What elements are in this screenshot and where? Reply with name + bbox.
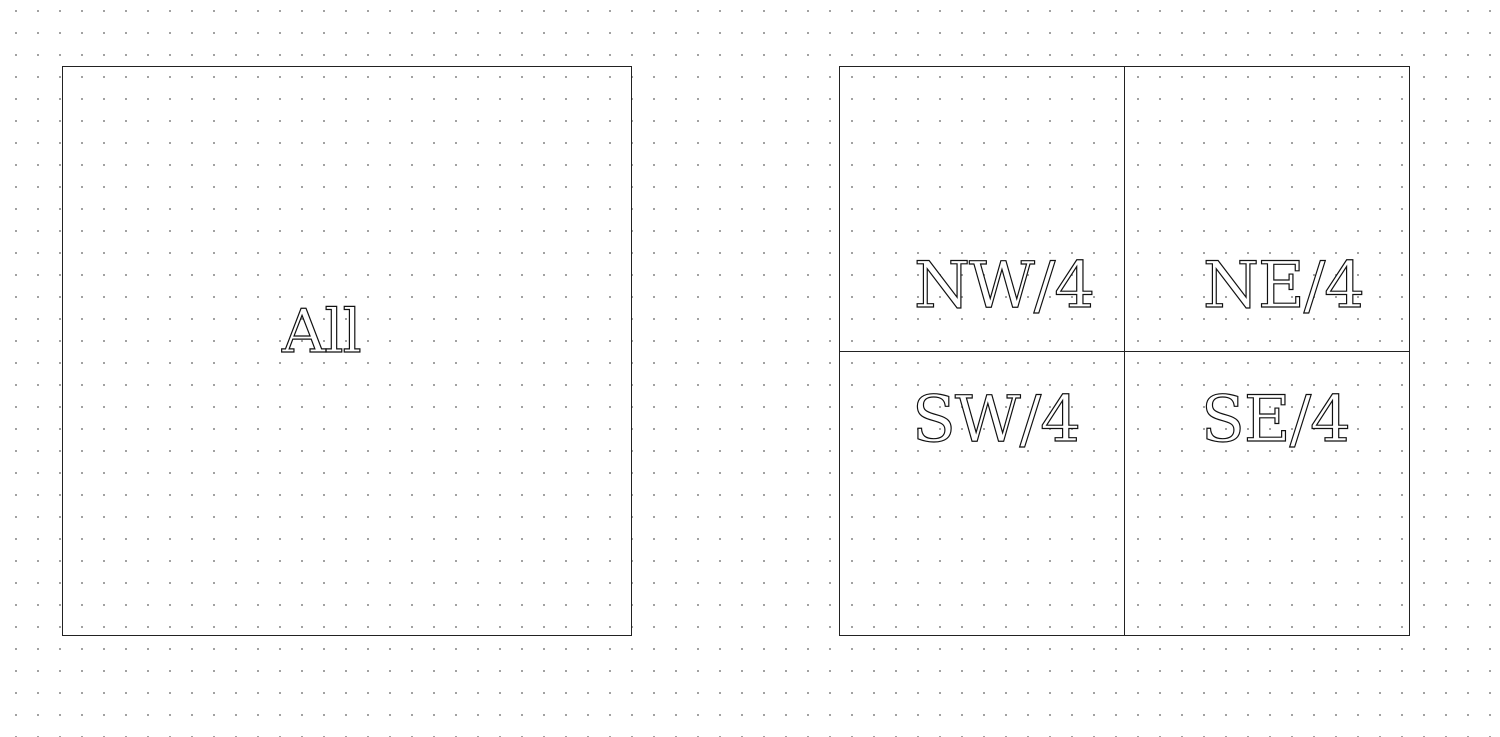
all-label: All xyxy=(281,297,362,367)
nw-quarter-label: NW/4 xyxy=(913,249,1095,323)
sw-quarter-label: SW/4 xyxy=(911,383,1081,457)
all-section-box xyxy=(62,66,632,636)
quarter-sections-box xyxy=(839,66,1410,636)
horizontal-divider xyxy=(840,351,1409,353)
ne-quarter-label: NE/4 xyxy=(1202,249,1365,323)
se-quarter-label: SE/4 xyxy=(1200,383,1351,457)
